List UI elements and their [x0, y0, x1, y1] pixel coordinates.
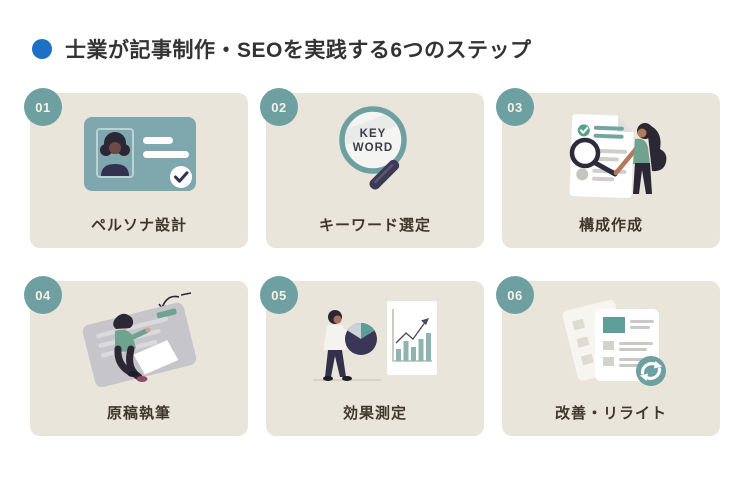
rewrite-illustration: [502, 291, 720, 393]
persona-illustration: [30, 103, 248, 205]
steps-grid: 01 ペルソナ設計: [24, 88, 720, 436]
step-label: 効果測定: [342, 405, 407, 422]
pie-chart: [345, 323, 377, 355]
bar-chart: [387, 301, 437, 375]
person-figure: [113, 313, 151, 382]
id-photo: [96, 128, 134, 178]
step-number-badge: 03: [496, 88, 534, 126]
refresh-icon: [636, 356, 666, 386]
measurement-illustration: [266, 291, 484, 393]
step-card-outline: 03: [496, 88, 720, 248]
step-number-badge: 02: [260, 88, 298, 126]
step-card-keyword: 02 KEY WORD キーワード選定: [260, 88, 484, 248]
hand-magnifier-icon: [569, 137, 618, 177]
step-card-persona: 01 ペルソナ設計: [24, 88, 248, 248]
person-figure: [323, 310, 355, 381]
step-card-measurement: 05: [260, 276, 484, 436]
page-title: 士業が記事制作・SEOを実践する6つのステップ: [65, 39, 532, 62]
step-label: ペルソナ設計: [90, 217, 187, 234]
documents-refresh-icon: [562, 299, 666, 386]
step-number-badge: 04: [24, 276, 62, 314]
outline-illustration: [502, 103, 720, 205]
person-figure: [613, 123, 667, 194]
analytics-icon: [313, 301, 437, 381]
step-card-writing: 04: [24, 276, 248, 436]
magnifier-handle: [369, 159, 400, 190]
magnifier-text-key: KEY: [360, 128, 387, 140]
manuscript-icon: [82, 292, 197, 388]
step-number-badge: 01: [24, 88, 62, 126]
blue-dot-icon: [32, 39, 52, 59]
step-label: 構成作成: [578, 217, 643, 234]
step-label: 改善・リライト: [554, 405, 667, 422]
step-card-rewrite: 06: [496, 276, 720, 436]
keyword-illustration: KEY WORD: [266, 103, 484, 205]
magnifier-icon: KEY WORD: [339, 106, 407, 190]
magnifier-text-word: WORD: [353, 142, 393, 154]
step-label: キーワード選定: [318, 217, 431, 234]
id-card-icon: [84, 117, 196, 191]
step-label: 原稿執筆: [106, 405, 171, 422]
step-number-badge: 06: [496, 276, 534, 314]
page-header: 士業が記事制作・SEOを実践する6つのステップ: [32, 34, 532, 64]
writing-illustration: [30, 291, 248, 393]
checkmark-icon: [170, 166, 192, 188]
step-number-badge: 05: [260, 276, 298, 314]
checklist-document-icon: [569, 113, 667, 198]
